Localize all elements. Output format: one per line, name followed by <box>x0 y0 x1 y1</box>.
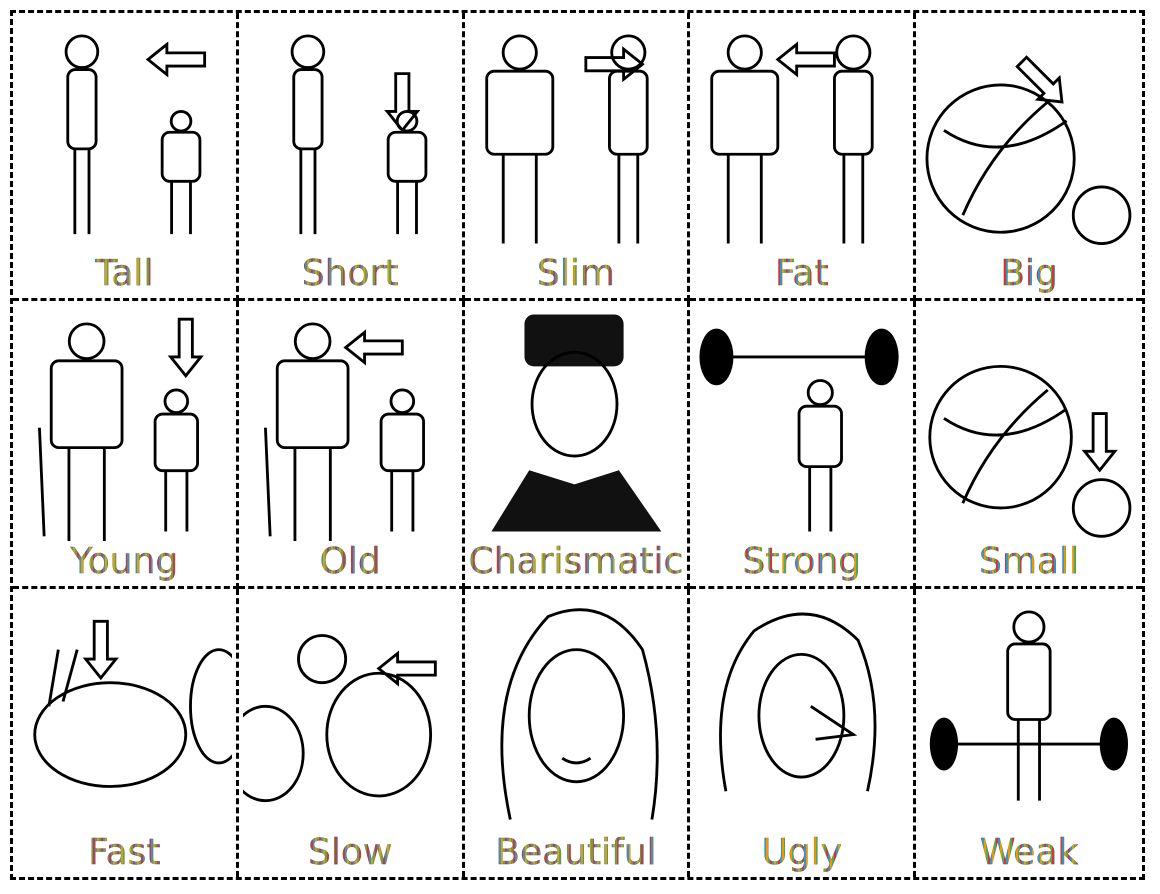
portrait-man-in-hat-illustration <box>469 305 684 541</box>
flashcard-old: Old <box>238 301 465 589</box>
card-label: Ugly <box>690 832 913 873</box>
flashcard-tall: Tall <box>13 13 239 301</box>
tall-and-short-figures-illustration <box>17 17 232 253</box>
arrow-down-icon <box>1081 412 1118 473</box>
card-label: Charismatic <box>465 541 688 582</box>
card-label: Fast <box>13 832 236 873</box>
flashcard-small: Small <box>916 301 1142 589</box>
card-label: Old <box>239 541 462 582</box>
flashcard-strong: Strong <box>690 301 917 589</box>
big-and-small-balls-illustration <box>920 17 1138 253</box>
rabbit-and-turtle-illustration <box>238 593 458 829</box>
flashcard-slow: Slow <box>238 589 465 877</box>
rabbit-and-turtle-illustration <box>17 593 236 829</box>
figure-lifting-barbell-illustration <box>694 305 909 541</box>
flashcard-young: Young <box>13 301 239 589</box>
arrow-down-left-icon <box>1015 55 1064 104</box>
card-label: Beautiful <box>465 832 688 873</box>
arrow-right-icon <box>584 46 645 83</box>
arrow-down-icon <box>167 317 204 379</box>
arrow-left-icon <box>775 41 837 78</box>
flashcard-beautiful: Beautiful <box>465 589 691 877</box>
flashcard-slim: Slim <box>464 13 691 301</box>
arrow-left-icon <box>145 41 207 78</box>
arrow-left-icon <box>376 650 437 687</box>
arrow-down-icon <box>82 619 119 681</box>
witch-face-illustration <box>694 593 909 829</box>
card-label: Weak <box>916 832 1142 873</box>
card-label: Fat <box>690 253 913 294</box>
arrow-down-icon <box>384 72 421 133</box>
flashcard-big: Big <box>916 13 1142 301</box>
slim-and-fat-men-illustration <box>694 17 909 253</box>
arrow-left-icon <box>343 329 404 366</box>
flashcard-weak: Weak <box>916 589 1142 877</box>
flashcard-charismatic: Charismatic <box>464 301 691 589</box>
card-label: Small <box>916 541 1142 582</box>
card-label: Slow <box>239 832 462 873</box>
slim-and-fat-men-illustration <box>469 17 684 253</box>
tall-and-short-figures-illustration <box>243 17 458 253</box>
old-man-and-girl-illustration <box>17 305 232 541</box>
card-label: Short <box>239 253 462 294</box>
card-label: Young <box>13 541 236 582</box>
card-label: Tall <box>13 253 236 294</box>
flashcard-fat: Fat <box>690 13 917 301</box>
flashcard-short: Short <box>238 13 465 301</box>
card-label: Strong <box>690 541 913 582</box>
card-label: Big <box>916 253 1142 294</box>
card-label: Slim <box>465 253 688 294</box>
woman-face-illustration <box>469 593 684 829</box>
old-man-and-girl-illustration <box>243 305 458 541</box>
flashcard-fast: Fast <box>13 589 239 877</box>
big-and-small-balls-illustration <box>920 305 1138 541</box>
flashcard-ugly: Ugly <box>690 589 917 877</box>
figure-struggling-barbell-illustration <box>920 593 1138 829</box>
